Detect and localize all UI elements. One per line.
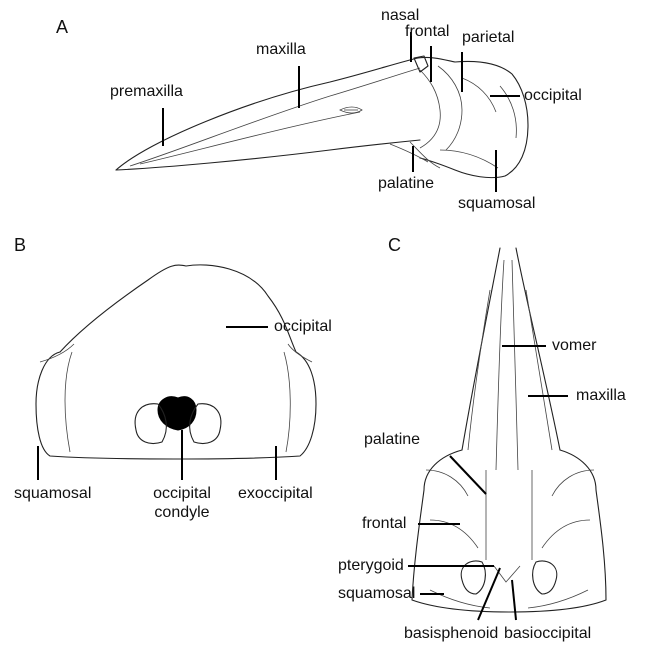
panel-c-palatine-label: palatine: [364, 432, 420, 448]
panel-b-squamosal-label: squamosal: [14, 486, 91, 502]
panel-c-basioccipital-label: basioccipital: [504, 626, 591, 642]
panel-a-squamosal-label: squamosal: [458, 196, 535, 212]
panel-b-occipital-condyle-label-line2: condyle: [154, 505, 209, 521]
panel-a-premaxilla-label: premaxilla: [110, 84, 183, 100]
panel-a-skull-outline: [116, 56, 528, 178]
panel-c-vomer-label: vomer: [552, 338, 596, 354]
panel-b-occipital-condyle-label-line1: occipital: [153, 486, 211, 502]
panel-c-skull-outline: [412, 248, 606, 612]
panel-a-parietal-label: parietal: [462, 30, 514, 46]
panel-c-pterygoid-label: pterygoid: [338, 558, 404, 574]
panel-c-palatine-leader: [450, 456, 486, 494]
panel-a-frontal-label: frontal: [405, 24, 449, 40]
panel-c-frontal-label: frontal: [362, 516, 406, 532]
panel-a-nasal-label: nasal: [381, 8, 419, 24]
panel-b-letter: B: [14, 236, 26, 254]
panel-b-skull-outline: [36, 265, 316, 459]
panel-c-basioccipital-leader: [512, 580, 516, 620]
panel-c-squamosal-label: squamosal: [338, 586, 415, 602]
panel-a-palatine-label: palatine: [378, 176, 434, 192]
panel-a-maxilla-label: maxilla: [256, 42, 306, 58]
panel-a-letter: A: [56, 18, 68, 36]
panel-c-letter: C: [388, 236, 401, 254]
panel-b-occipital-label: occipital: [274, 319, 332, 335]
panel-b-exoccipital-label: exoccipital: [238, 486, 313, 502]
panel-a-occipital-label: occipital: [524, 88, 582, 104]
panel-c-basisphenoid-label: basisphenoid: [404, 626, 498, 642]
panel-c-maxilla-label: maxilla: [576, 388, 626, 404]
